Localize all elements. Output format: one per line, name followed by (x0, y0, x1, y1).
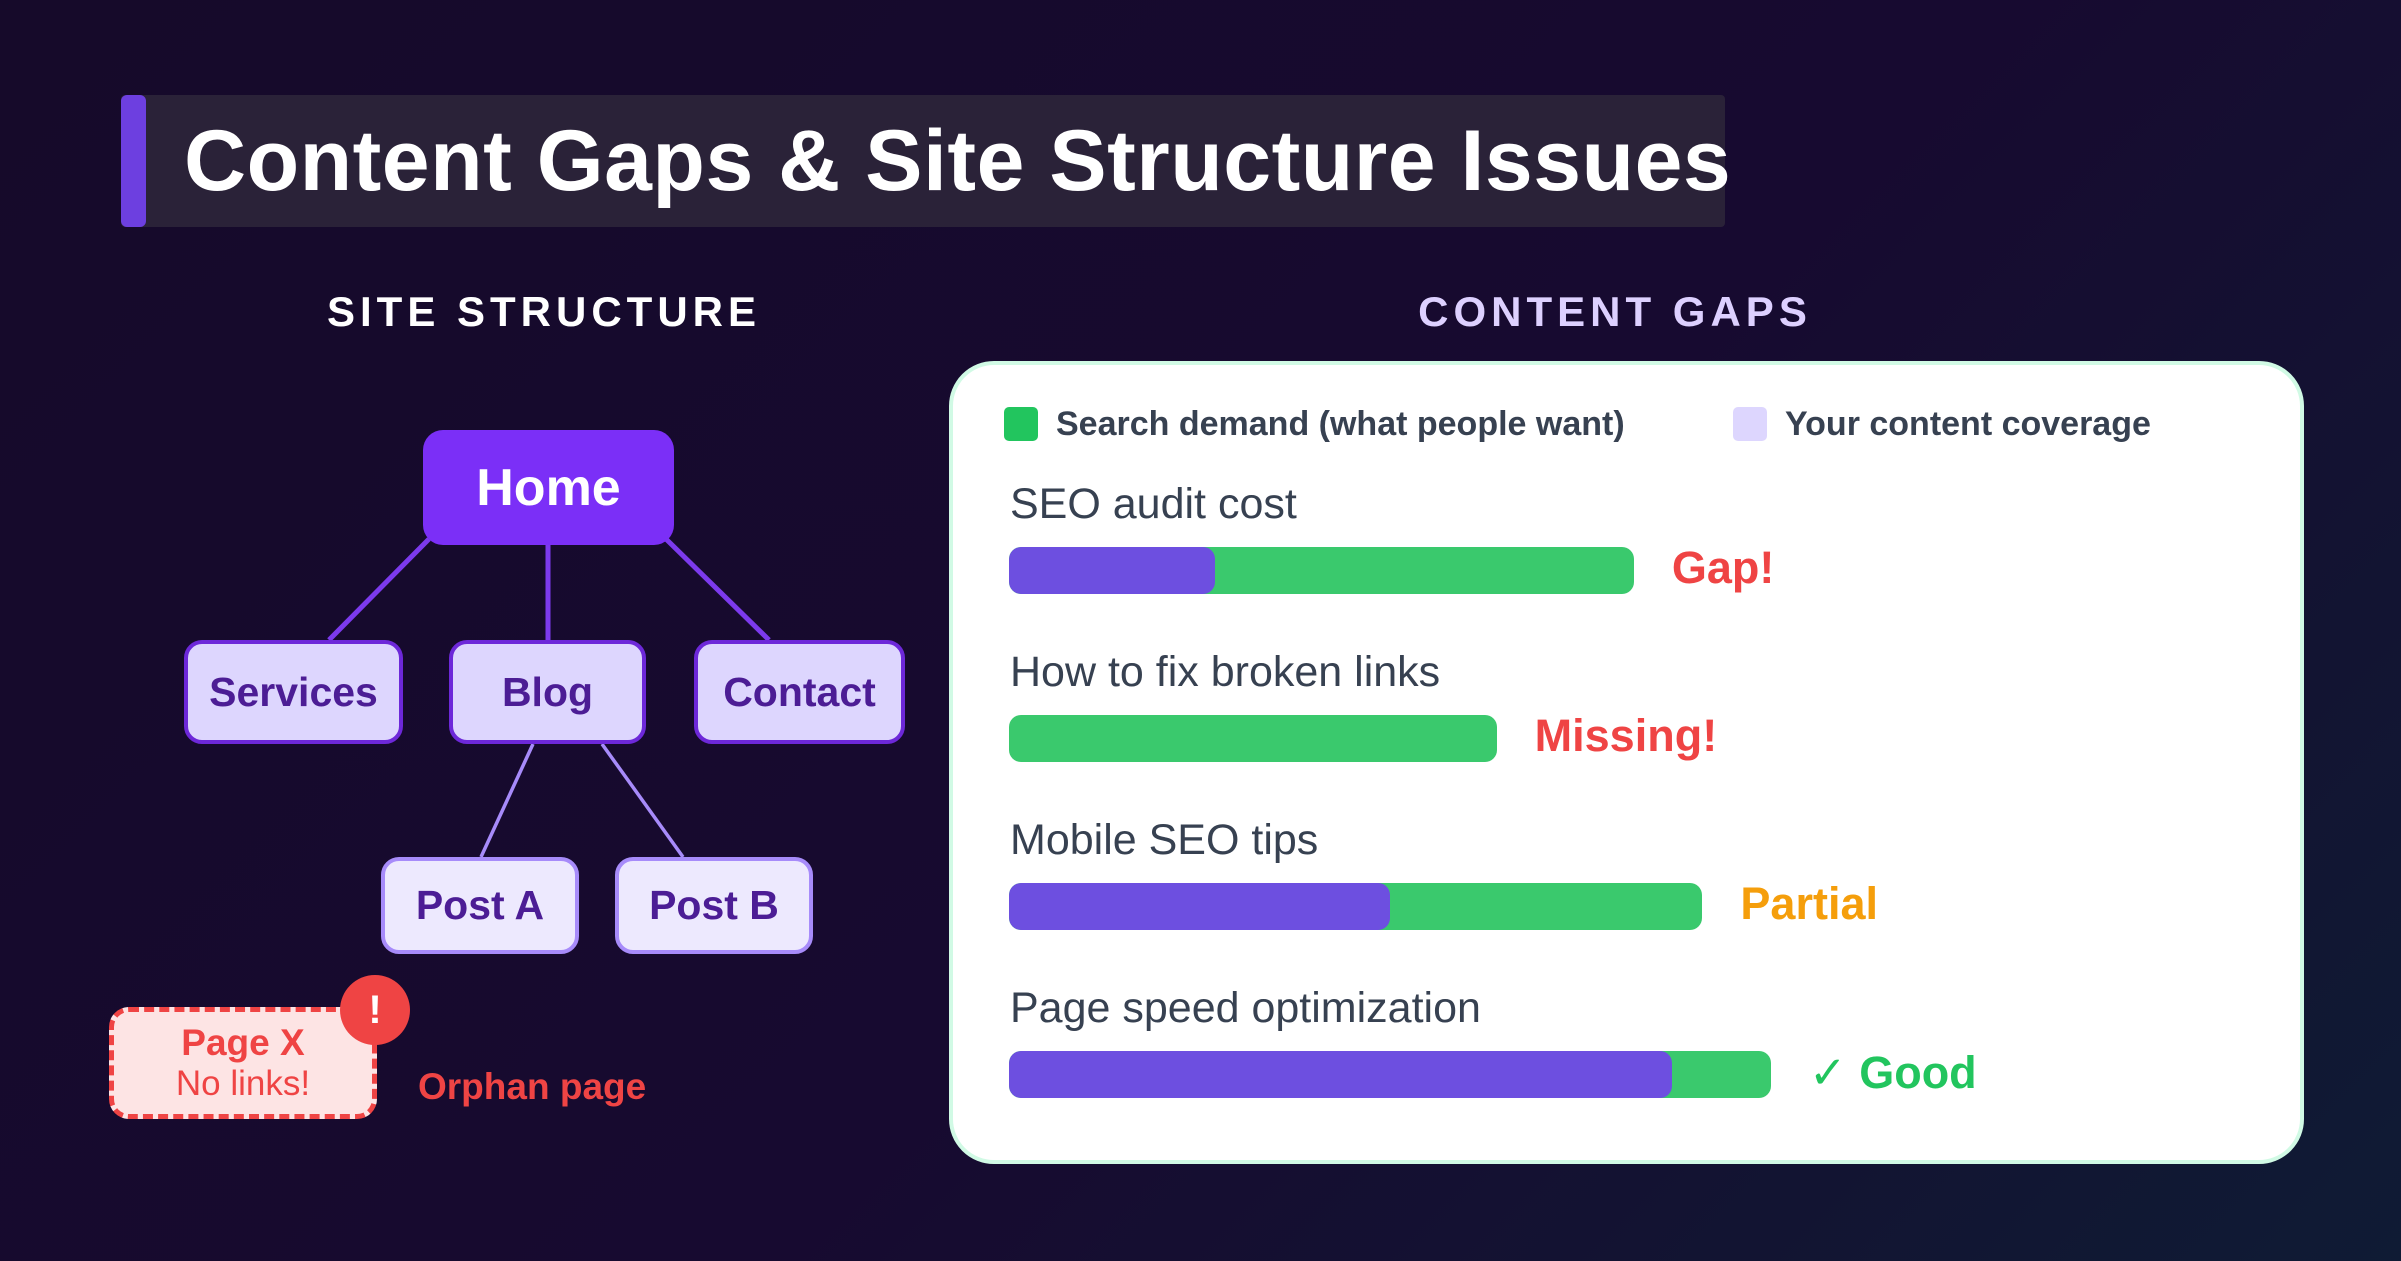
gap-item-label: SEO audit cost (1010, 480, 1297, 528)
gap-item-label: How to fix broken links (1010, 648, 1441, 696)
gap-item-label: Mobile SEO tips (1010, 816, 1319, 864)
connector-home-services (327, 537, 431, 642)
connector-blog-posta (479, 743, 535, 858)
connector-home-contact (664, 537, 771, 642)
tree-connectors (327, 537, 771, 859)
node-orphan-page: Page X No links! (109, 1007, 377, 1119)
orphan-page-name: Page X (181, 1022, 305, 1063)
site-structure-heading: SITE STRUCTURE (326, 288, 761, 335)
node-post-a: Post A (381, 857, 579, 954)
page-title: Content Gaps & Site Structure Issues (184, 113, 1732, 209)
title-bar (121, 95, 1725, 227)
node-post-b: Post B (615, 857, 813, 954)
node-contact: Contact (694, 640, 905, 744)
gap-item-label: Page speed optimization (1010, 984, 1481, 1032)
content-gaps-panel (949, 361, 2304, 1164)
gap-status: Missing! (1534, 710, 1718, 761)
alert-badge-icon: ! (340, 975, 410, 1045)
orphan-page-label: Orphan page (418, 1066, 647, 1107)
coverage-bar (1009, 547, 1215, 594)
content-gaps-heading: CONTENT GAPS (1418, 288, 1812, 335)
gap-status: ✓ Good (1809, 1047, 1977, 1098)
demand-bar (1009, 715, 1497, 762)
legend-demand-swatch (1004, 407, 1038, 441)
node-services: Services (184, 640, 403, 744)
node-home: Home (423, 430, 674, 545)
coverage-bar (1009, 883, 1390, 930)
title-accent (121, 95, 146, 227)
legend-coverage-label: Your content coverage (1785, 405, 2151, 443)
demand-bar (1009, 547, 1634, 594)
node-blog: Blog (449, 640, 646, 744)
orphan-page-note: No links! (175, 1064, 311, 1103)
coverage-bar (1009, 1051, 1672, 1098)
legend-coverage-swatch (1733, 407, 1767, 441)
gap-status: Partial (1740, 878, 1878, 929)
gap-status: Gap! (1671, 542, 1775, 593)
legend-demand-label: Search demand (what people want) (1056, 405, 1625, 443)
connector-blog-postb (600, 742, 685, 859)
demand-bar (1009, 1051, 1771, 1098)
demand-bar (1009, 883, 1703, 930)
